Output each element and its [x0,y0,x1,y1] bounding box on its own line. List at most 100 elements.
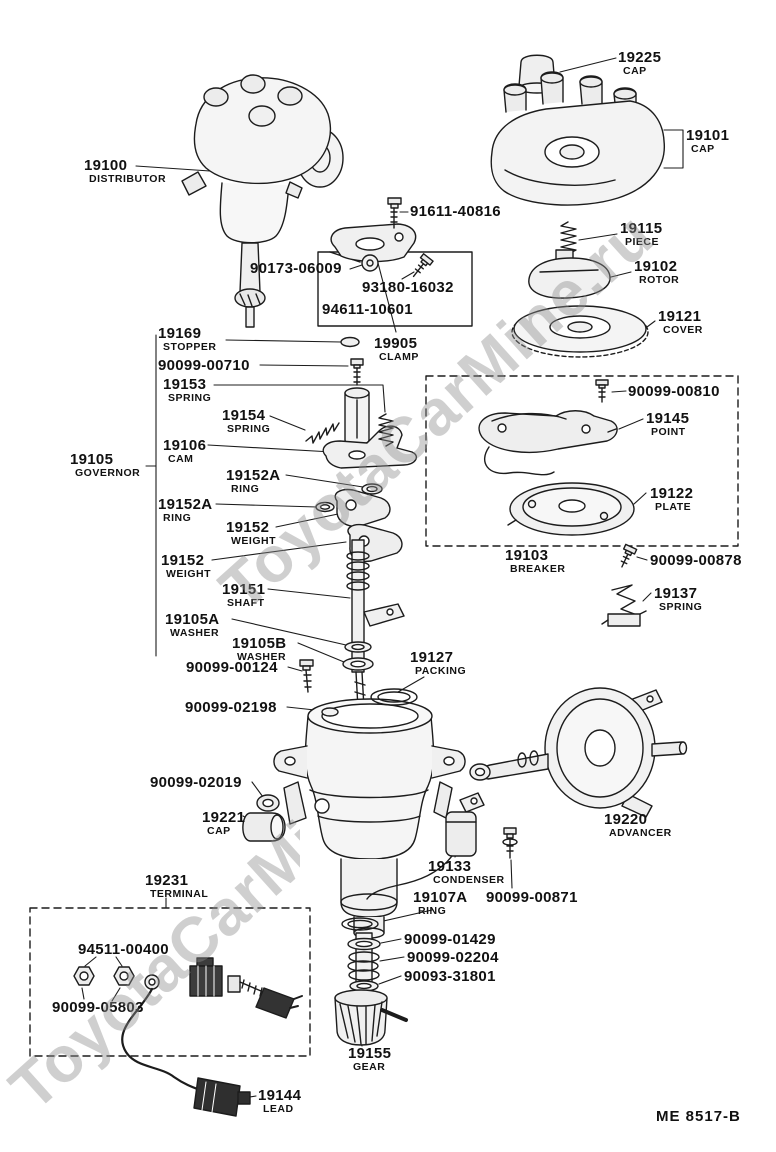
part-name: PIECE [625,236,660,249]
part-name: SHAFT [227,597,265,610]
terminal-block-illustration [189,957,223,997]
ring-19107a-illustration [341,917,379,931]
part-label-90099-01429: 90099-01429 [404,932,496,948]
part-name: WASHER [170,627,220,640]
cap-19101-illustration [490,71,665,206]
part-name: WEIGHT [166,568,211,581]
stopper-19169-illustration [340,336,360,348]
part-name: SPRING [227,423,271,436]
part-number: 90099-00710 [158,357,250,374]
terminal-bolt-illustration [227,975,303,1019]
washer-19105a-illustration [344,641,372,653]
part-number: 19103 [505,547,549,564]
part-number: 19100 [84,157,128,174]
packing-19127-illustration [370,688,418,706]
part-label-93180-16032: 93180-16032 [362,279,454,296]
part-number: 93180-16032 [362,279,454,296]
part-number: 19155 [348,1045,392,1062]
part-number: 90099-00810 [628,383,720,400]
ring-terminal-icon [144,974,160,990]
grommet-90099-02019-illustration [256,794,280,812]
part-number: 19102 [634,258,678,275]
part-name: CAP [623,65,647,78]
part-name: LEAD [263,1103,294,1116]
part-name: ROTOR [639,274,680,287]
spring-19137-illustration [601,584,647,627]
part-name: GOVERNOR [75,467,141,480]
gear-19155-illustration [334,989,408,1046]
part-label-90099-00124: 90099-00124 [186,660,278,676]
part-number: 90099-00878 [650,552,742,569]
weight-19152-first-illustration [334,488,391,528]
part-number: 90099-05803 [52,999,144,1016]
part-name: RING [231,483,260,496]
part-label-90093-31801: 90093-31801 [404,969,496,985]
ring-19152a-first-illustration [361,483,383,495]
cover-19121-illustration [511,305,649,358]
part-number: 19225 [618,49,662,66]
screw-90099-00810-icon [595,379,609,403]
part-number: 90099-02198 [185,699,277,716]
part-label-90099-00878: 90099-00878 [650,552,742,569]
screw-91611-40816-icon [387,197,402,229]
part-number: 19133 [428,858,472,875]
point-19145-illustration [478,410,618,476]
part-number: 19152A [158,496,213,513]
part-number: 19101 [686,127,730,144]
part-number: 19151 [222,581,266,598]
lead-19144-illustration [121,987,251,1117]
part-number: 19107A [413,889,468,906]
part-label-94611-10601: 94611-10601 [322,301,413,318]
screw-90099-00710-icon [350,358,364,386]
spring-19154-illustration [305,422,340,444]
plate-19122-illustration [507,482,635,536]
part-number: 19105 [70,451,114,468]
part-number: 94611-10601 [322,301,413,318]
part-number: 91611-40816 [410,203,501,220]
nut-94511-icon-2 [113,966,135,986]
part-name: STOPPER [163,341,217,354]
part-number: 90099-00871 [486,889,578,906]
part-number: 19144 [258,1087,302,1104]
part-label-90173-06009: 90173-06009 [250,261,342,277]
shaft-19151-illustration [346,539,405,673]
spring-19153-illustration [378,413,394,447]
washer-19105b-illustration [342,657,374,671]
part-number: 19106 [163,437,207,454]
part-number: 19220 [604,811,648,828]
part-number: 19153 [163,376,207,393]
part-label-90099-05803: 90099-05803 [52,999,144,1016]
part-name: CAP [207,825,231,838]
part-name: SPRING [659,601,703,614]
part-number: 19121 [658,308,702,325]
part-name: PLATE [655,501,692,514]
washer-90099-01429-illustration [347,937,381,951]
part-name: RING [418,905,447,918]
part-number: 94511-00400 [78,941,169,958]
part-name: TERMINAL [150,888,209,901]
advancer-19220-illustration [469,687,688,818]
part-number: 19105B [232,635,287,652]
screw-90099-00878-icon [620,543,638,568]
part-number: 19905 [374,335,418,352]
diagram-code: ME 8517-B [656,1108,741,1125]
